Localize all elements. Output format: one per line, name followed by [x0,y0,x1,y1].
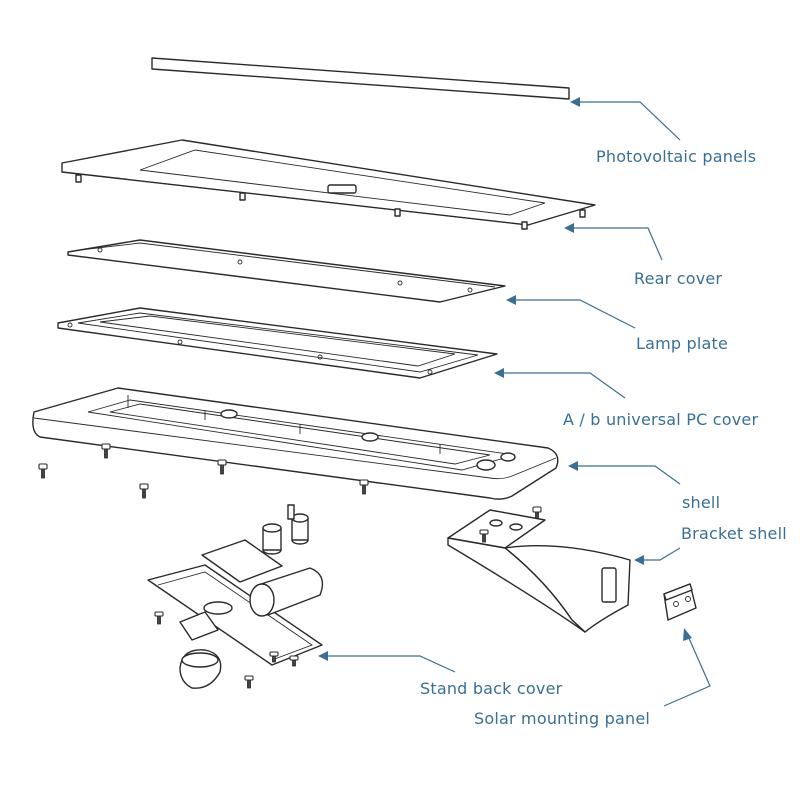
screw-icon [101,443,111,459]
screw-icon [154,611,164,625]
screw-icon [38,463,48,479]
label-shell: shell [682,493,720,512]
screw-icon [359,479,369,495]
label-pc-cover: A / b universal PC cover [563,410,758,429]
photovoltaic-panel-part [151,57,570,100]
screw-icon [479,529,489,543]
label-photovoltaic-panels: Photovoltaic panels [596,147,756,166]
label-solar-mounting-panel: Solar mounting panel [474,709,650,728]
label-bracket-shell: Bracket shell [681,524,787,543]
leader-pc-cover [494,368,626,399]
label-stand-back-cover: Stand back cover [420,679,563,698]
label-rear-cover: Rear cover [634,269,722,288]
lamp-plate-part [67,239,506,303]
screw-icon [289,655,299,667]
leader-solar-mounting-panel [663,628,711,707]
pc-cover-part [57,307,498,379]
solar-mounting-panel-part [663,583,697,621]
leader-shell [568,461,681,485]
stand-back-cover-part [147,504,324,689]
leader-stand-back-cover [318,651,456,673]
screw-icon [139,483,149,499]
label-lamp-plate: Lamp plate [636,334,728,353]
shell-screws [38,443,542,522]
screw-icon [269,651,279,663]
shell-part [32,387,559,500]
leader-lamp-plate [506,295,636,329]
rear-cover-part [61,139,596,230]
screw-icon [244,675,254,689]
leader-rear-cover [564,223,663,261]
leader-photovoltaic [570,97,681,141]
screw-icon [217,459,227,475]
leader-bracket-shell [634,547,681,565]
bracket-shell-part [447,509,631,633]
